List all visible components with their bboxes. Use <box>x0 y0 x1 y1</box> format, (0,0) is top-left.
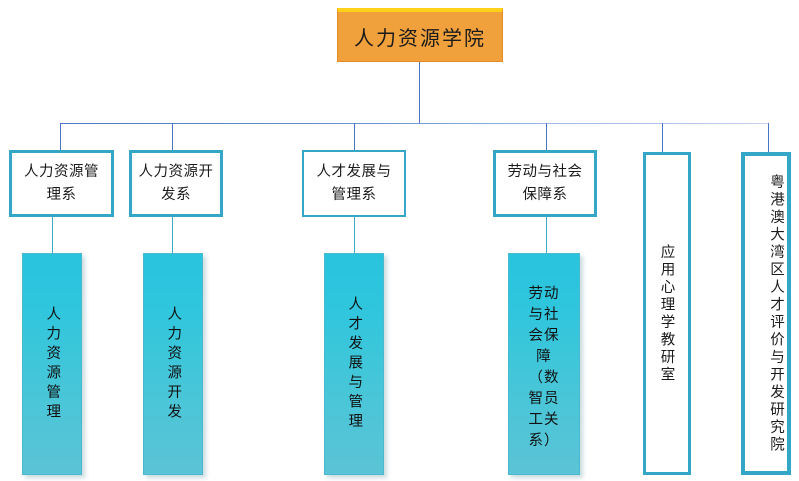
program-node-label: 人力资源开发 <box>165 305 182 423</box>
dept-node-human-resource-management[interactable]: 人力资源管理系 <box>9 150 114 217</box>
root-node-label: 人力资源学院 <box>354 26 486 50</box>
dept-node-labour-social-security[interactable]: 劳动与社会保障系 <box>493 150 597 217</box>
dept-node-label: 人力资源管理系 <box>24 164 99 203</box>
program-node-label: 人力资源管理 <box>44 305 61 423</box>
program-node-talent-development-management[interactable]: 人才发展与管理 <box>324 253 384 475</box>
connector-drop-6 <box>768 123 769 153</box>
connector-dept3-to-program3 <box>354 217 355 254</box>
program-node-label: 人才发展与管理 <box>346 295 363 433</box>
dept-node-talent-development-management[interactable]: 人才发展与管理系 <box>302 150 406 217</box>
dept-node-label: 人力资源开发系 <box>138 164 214 203</box>
connector-drop-4 <box>546 123 547 151</box>
connector-drop-2 <box>172 123 173 151</box>
dept-node-greater-bay-area-institute[interactable]: 粤港澳大湾区人才评价与开发研究院 <box>741 152 791 475</box>
dept-node-label: 粤港澳大湾区人才评价与开发研究院 <box>768 173 784 454</box>
connector-drop-5 <box>662 123 663 153</box>
connector-dept2-to-program2 <box>172 217 173 254</box>
dept-node-applied-psychology-office[interactable]: 应用心理学教研室 <box>643 152 691 475</box>
program-node-human-resource-development[interactable]: 人力资源开发 <box>143 253 203 475</box>
dept-node-label: 劳动与社会保障系 <box>507 164 583 203</box>
program-node-label: 劳动与社会保障（数智员工关系） <box>528 286 560 450</box>
dept-node-label: 应用心理学教研室 <box>658 243 675 384</box>
connector-root-stem <box>419 62 420 123</box>
dept-node-human-resource-development[interactable]: 人力资源开发系 <box>129 150 223 217</box>
connector-dept1-to-program1 <box>52 217 53 254</box>
connector-drop-1 <box>60 123 61 151</box>
connector-horizontal-bus <box>60 123 769 124</box>
connector-dept4-to-program4 <box>546 217 547 254</box>
connector-drop-3 <box>354 123 355 151</box>
program-node-labour-social-security[interactable]: 劳动与社会保障（数智员工关系） <box>508 253 580 475</box>
dept-node-label: 人才发展与管理系 <box>316 164 392 203</box>
program-node-human-resource-management[interactable]: 人力资源管理 <box>22 253 82 475</box>
root-node-school[interactable]: 人力资源学院 <box>337 8 503 62</box>
